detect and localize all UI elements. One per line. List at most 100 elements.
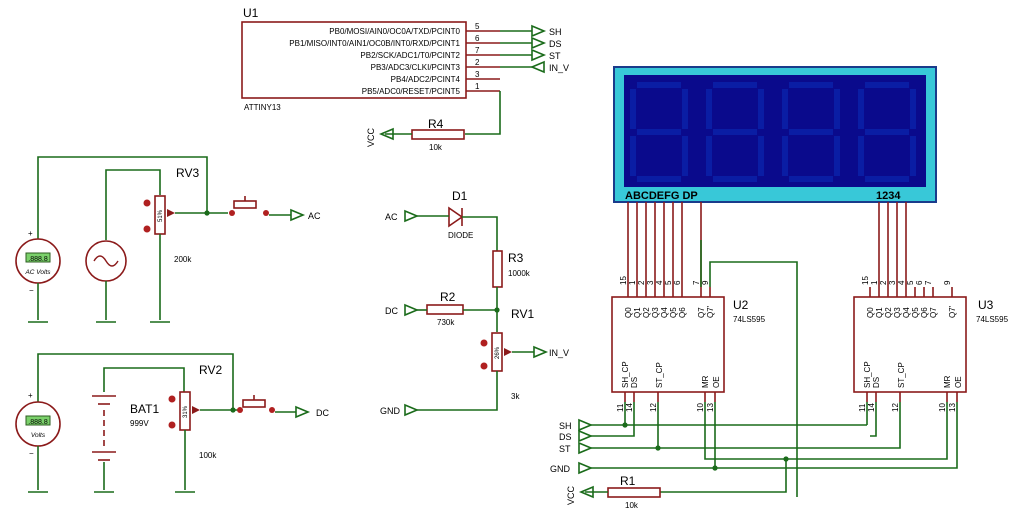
battery-bat1[interactable]: BAT1 999V: [92, 367, 185, 493]
d1-ref: D1: [452, 189, 468, 203]
ac-net-label: AC: [308, 211, 321, 221]
u3-pin-num: 7: [924, 280, 933, 285]
rv1-percent: 26%: [495, 346, 501, 359]
r2-value: 730k: [437, 318, 455, 327]
u3-output-pins: 15 1 2 3 4 5 6 7 9 Q0 Q1 Q2 Q3 Q4 Q5 Q6 …: [861, 276, 957, 318]
u3-pin-num: 2: [879, 280, 888, 285]
u3-pin-name: Q0: [866, 307, 875, 318]
ac-source[interactable]: [85, 169, 161, 323]
u2-control-pins: SH_CP DS ST_CP MR OE 11 14 12 10 13: [616, 361, 721, 412]
u2-pin-num: 3: [646, 280, 655, 285]
rv3-percent: 51%: [158, 209, 164, 222]
net-label-ds: DS: [549, 39, 562, 49]
u2-pin-name: SH_CP: [621, 361, 630, 388]
r4-value: 10k: [429, 143, 443, 152]
u3-pin-num: 14: [867, 403, 876, 412]
u2-pin-num: 5: [664, 280, 673, 285]
u3-part: 74LS595: [976, 315, 1009, 324]
rv2-value: 100k: [199, 451, 217, 460]
rv2-potentiometer[interactable]: RV2 31% 100k: [168, 363, 239, 493]
bus-label-gnd: GND: [550, 464, 571, 474]
r1-vcc-label: VCC: [566, 485, 576, 505]
rv1-gnd-label: GND: [380, 406, 401, 416]
u3-pin-name: Q7': [948, 305, 957, 318]
r4-resistor[interactable]: R4 10k VCC: [366, 117, 465, 152]
dc-meter[interactable]: .888.8 Volts + −: [15, 353, 234, 493]
u3-pin-num: 15: [861, 276, 870, 285]
display-segment-pins-label: ABCDEFG DP: [625, 190, 698, 202]
display-digit-4: [858, 82, 916, 182]
u3-pin-num: 12: [891, 403, 900, 412]
u1-pin-num: 6: [475, 34, 480, 43]
u1-pin-num: 3: [475, 70, 480, 79]
ac-switch[interactable]: AC: [229, 196, 321, 222]
u3-pin-name: ST_CP: [897, 362, 906, 388]
u2-pin-num: 7: [692, 280, 701, 285]
u2-pin-num: 6: [673, 280, 682, 285]
u2-pin-num: 10: [696, 403, 705, 412]
d1-ac-label: AC: [385, 212, 398, 222]
dc-net-label: DC: [316, 408, 329, 418]
u3-pin-name: OE: [954, 376, 963, 388]
control-bus-wires: SH DS ST GND: [550, 240, 958, 493]
u1-pin-num: 2: [475, 58, 480, 67]
u3-pin-num: 10: [938, 403, 947, 412]
u2-pin-name: Q0: [624, 307, 633, 318]
u2-ref: U2: [733, 298, 749, 312]
rv2-percent: 31%: [183, 405, 189, 418]
u2-pin-name: Q1: [633, 307, 642, 318]
r3-value: 1000k: [508, 269, 531, 278]
u3-pin-num: 6: [915, 280, 924, 285]
r4-vcc-label: VCC: [366, 127, 376, 147]
rv3-potentiometer[interactable]: RV3 51% 200k: [143, 166, 229, 323]
rv1-potentiometer[interactable]: RV1 26% IN_V 3k GND: [380, 307, 569, 417]
dc-meter-reading: .888.8: [28, 419, 48, 426]
bat1-ref: BAT1: [130, 402, 159, 416]
u2-pin-num: 12: [649, 403, 658, 412]
u3-pin-name: Q3: [893, 307, 902, 318]
ac-meter[interactable]: .888.8 AC Volts + −: [15, 156, 208, 323]
net-label-in-v: IN_V: [549, 63, 569, 73]
u1-part: ATTINY13: [244, 103, 281, 112]
u2-pin-num: 15: [619, 276, 628, 285]
u2-pin-num: 13: [706, 403, 715, 412]
u2-shift-register[interactable]: U2 74LS595 15 1 2 3 4 5 6 7 9 Q0 Q1 Q2 Q…: [611, 276, 766, 412]
u1-pin-num: 5: [475, 22, 480, 31]
u3-ref: U3: [978, 298, 994, 312]
net-label-sh: SH: [549, 27, 562, 37]
u2-pin-name: Q4: [660, 307, 669, 318]
u3-pin-num: 4: [897, 280, 906, 285]
u2-pin-name: ST_CP: [655, 362, 664, 388]
d1-diode[interactable]: D1 DIODE AC: [385, 189, 498, 251]
u3-shift-register[interactable]: U3 74LS595 15 1 2 3 4 5 6 7 9 Q0 Q1 Q2 Q…: [853, 276, 1009, 412]
u3-pin-num: 1: [870, 280, 879, 285]
svg-text:−: −: [29, 286, 34, 295]
r3-ref: R3: [508, 251, 524, 265]
d1-value: DIODE: [448, 231, 473, 240]
bus-label-st: ST: [559, 444, 571, 454]
display-digit-3: [782, 82, 840, 182]
rv3-value: 200k: [174, 255, 192, 264]
ac-meter-label: AC Volts: [24, 269, 51, 276]
u1-pin-label: PB1/MISO/INT0/AIN1/OC0B/INT0/RXD/PCINT1: [289, 39, 460, 48]
rv1-ref: RV1: [511, 307, 534, 321]
display-digit-pins-label: 1234: [876, 190, 901, 202]
dc-switch[interactable]: DC: [237, 395, 329, 419]
display-digit-1: [630, 82, 688, 182]
u3-pin-num: 9: [943, 280, 952, 285]
r2-resistor[interactable]: R2 730k DC: [385, 290, 497, 327]
u3-pin-name: MR: [943, 375, 952, 388]
u2-pin-name: Q7': [706, 305, 715, 318]
r1-resistor[interactable]: R1 10k VCC: [566, 474, 661, 510]
rv3-ref: RV3: [176, 166, 199, 180]
u2-pin-name: Q7: [697, 307, 706, 318]
u1-microcontroller[interactable]: U1 PB0/MOSI/AIN0/OC0A/TXD/PCINT0 PB1/MIS…: [241, 6, 569, 135]
rv1-in-v-label: IN_V: [549, 348, 569, 358]
net-label-st: ST: [549, 51, 561, 61]
u2-pin-num: 14: [625, 403, 634, 412]
u2-output-pins: 15 1 2 3 4 5 6 7 9 Q0 Q1 Q2 Q3 Q4 Q5 Q6 …: [619, 276, 715, 318]
seven-segment-display[interactable]: ABCDEFG DP 1234: [613, 66, 937, 203]
u3-pin-num: 3: [888, 280, 897, 285]
dc-meter-label: Volts: [31, 432, 46, 439]
